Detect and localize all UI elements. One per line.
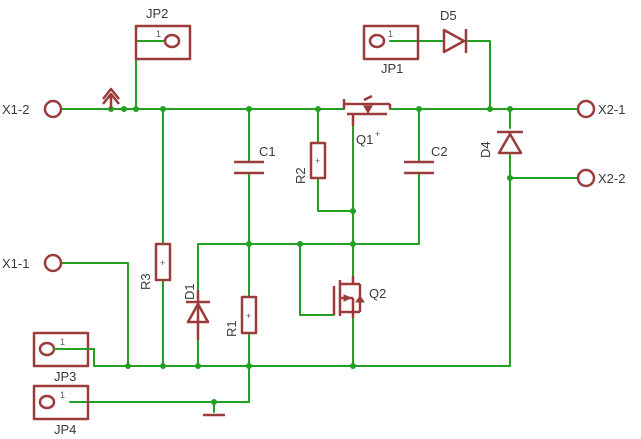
- junction-dot: [246, 241, 252, 247]
- diode-triangle-icon: [497, 132, 523, 155]
- junction-dot: [211, 399, 217, 405]
- transistor-q2[interactable]: Q2: [332, 276, 386, 318]
- junction-dot: [416, 106, 422, 112]
- jumper-jp1[interactable]: 1 JP1: [362, 24, 420, 76]
- junction-dot: [350, 363, 356, 369]
- r2-label: R2: [293, 167, 308, 184]
- junction-dot: [195, 363, 201, 369]
- jumper-body: [32, 384, 90, 421]
- q1-label: Q1: [356, 132, 373, 147]
- diode-d4[interactable]: D4: [478, 130, 523, 158]
- capacitor-c2[interactable]: C2: [404, 144, 448, 175]
- jumper-jp4[interactable]: 1 JP4: [32, 384, 90, 437]
- mid-net-wire: [197, 243, 420, 291]
- terminal-ring-icon: [43, 99, 63, 119]
- c1-label: C1: [259, 144, 276, 159]
- d5-rail-wire: [467, 40, 491, 110]
- arrow-mark-icon: [102, 87, 120, 109]
- junction-dot: [246, 106, 252, 112]
- resistor-r1[interactable]: + R1: [224, 295, 258, 337]
- q2-arrow-icon: [343, 294, 353, 302]
- junction-dot: [133, 106, 139, 112]
- diode-d1[interactable]: D1: [182, 283, 210, 340]
- r1-plus-sign: +: [246, 311, 251, 321]
- resistor-r3[interactable]: + R3: [138, 242, 172, 290]
- capacitor-c1[interactable]: C1: [234, 144, 276, 175]
- q2-gate-wire: [299, 243, 335, 316]
- q1-arrow-icon: [363, 105, 373, 115]
- resistor-r2[interactable]: + R2: [293, 141, 327, 184]
- junction-dot: [350, 208, 356, 214]
- terminal-ring-icon: [576, 168, 596, 188]
- jp3-pin-number: 1: [60, 337, 65, 347]
- terminal-x1-1-label: X1-1: [2, 256, 29, 271]
- junction-dot: [315, 106, 321, 112]
- c2-label: C2: [431, 144, 448, 159]
- jumper-jp2[interactable]: 1 JP2: [134, 6, 192, 61]
- terminal-x2-1[interactable]: X2-1: [576, 99, 625, 119]
- d5-label: D5: [440, 8, 457, 23]
- jumper-body: [134, 24, 192, 61]
- jp2-wire: [135, 40, 166, 110]
- q1-plus-sign: +: [375, 129, 380, 139]
- jp2-label: JP2: [146, 6, 168, 21]
- junctions: [108, 106, 513, 405]
- terminal-x2-2-label: X2-2: [598, 171, 625, 186]
- junction-dot: [160, 106, 166, 112]
- jp2-pin-number: 1: [156, 29, 161, 39]
- junction-dot: [487, 106, 493, 112]
- junction-dot: [350, 241, 356, 247]
- r2-bottom-wire: [317, 177, 354, 212]
- terminal-x1-2[interactable]: X1-2: [2, 99, 63, 119]
- jp1-label: JP1: [381, 61, 403, 76]
- junction-dot: [125, 363, 131, 369]
- jumper-jp3[interactable]: 1 JP3: [32, 331, 95, 384]
- q2-label: Q2: [369, 286, 386, 301]
- q1-diode-mark: [363, 94, 373, 102]
- jumper-pad-icon: [38, 394, 56, 410]
- jp4-pin-number: 1: [60, 390, 65, 400]
- x1-1-wire: [61, 262, 129, 367]
- transistor-q1[interactable]: Q1 +: [342, 94, 392, 147]
- junction-dot: [160, 363, 166, 369]
- diode-d5[interactable]: D5: [440, 8, 468, 54]
- junction-dot: [121, 106, 127, 112]
- terminal-ring-icon: [576, 99, 596, 119]
- jp4-label: JP4: [54, 422, 76, 437]
- d4-label: D4: [478, 141, 493, 158]
- terminal-x2-1-label: X2-1: [598, 102, 625, 117]
- r3-label: R3: [138, 273, 153, 290]
- bottom-rail-wire: [93, 348, 511, 367]
- terminal-x1-2-label: X1-2: [2, 102, 29, 117]
- terminal-x2-2[interactable]: X2-2: [576, 168, 625, 188]
- junction-dot: [507, 175, 513, 181]
- jp3-label: JP3: [54, 369, 76, 384]
- junction-dot: [507, 106, 513, 112]
- resistor-body: [154, 242, 172, 282]
- jumper-pad-icon: [38, 341, 56, 357]
- terminal-ring-icon: [43, 253, 63, 273]
- jumper-pad-icon: [368, 33, 386, 49]
- junction-dot: [297, 241, 303, 247]
- wires: [61, 40, 579, 413]
- jumper-pad-icon: [163, 33, 181, 49]
- diode-triangle-icon: [442, 28, 466, 54]
- jp1-pin-number: 1: [388, 29, 393, 39]
- r3-plus-sign: +: [160, 258, 165, 268]
- r2-plus-sign: +: [315, 156, 320, 166]
- terminal-x1-1[interactable]: X1-1: [2, 253, 63, 273]
- r1-label: R1: [224, 320, 239, 337]
- junction-dot: [246, 363, 252, 369]
- jumper-body: [362, 24, 420, 61]
- resistor-body: [240, 295, 258, 335]
- q2-diode-icon: [355, 295, 365, 303]
- test-point-icon: [102, 87, 120, 109]
- resistor-body: [309, 141, 327, 180]
- d1-label: D1: [182, 283, 197, 300]
